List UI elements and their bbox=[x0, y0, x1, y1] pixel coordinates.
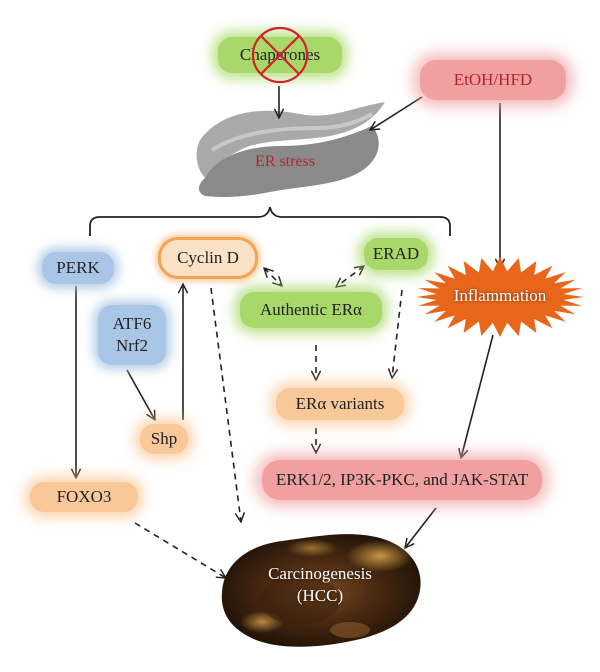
inflammation-label: Inflammation bbox=[453, 286, 547, 305]
etoh-hfd-label: EtOH/HFD bbox=[453, 70, 533, 89]
foxo3-node: FOXO3 bbox=[30, 482, 138, 512]
arrow-etoh-to-er-stress bbox=[370, 96, 423, 130]
inflammation-burst bbox=[416, 257, 584, 337]
hcc-label: (HCC) bbox=[296, 586, 344, 605]
shp-label: Shp bbox=[150, 429, 178, 448]
arrow-cyclin-authentic-bidirectional bbox=[264, 268, 282, 286]
chaperones-node: Chaperones bbox=[218, 37, 342, 73]
perk-node: PERK bbox=[42, 252, 114, 284]
er-alpha-variants-label: ERα variants bbox=[295, 394, 385, 413]
arrow-erk-to-carcinogenesis bbox=[405, 507, 437, 548]
authentic-er-alpha-label: Authentic ERα bbox=[260, 300, 362, 319]
foxo3-label: FOXO3 bbox=[56, 487, 112, 506]
arrow-atf6-to-shp bbox=[126, 369, 155, 420]
erad-node: ERAD bbox=[364, 238, 428, 270]
arrow-cyclin-to-erk-dashed bbox=[210, 287, 241, 522]
cyclin-d-node: Cyclin D bbox=[158, 237, 258, 279]
authentic-er-alpha-node: Authentic ERα bbox=[240, 292, 382, 328]
erk-pathways-node: ERK1/2, IP3K-PKC, and JAK-STAT bbox=[262, 460, 542, 500]
arrow-inflammation-to-erk bbox=[461, 334, 494, 458]
arrow-foxo3-to-carcinogenesis-dashed bbox=[134, 522, 226, 578]
er-alpha-variants-node: ERα variants bbox=[276, 388, 404, 420]
atf6-label: ATF6 bbox=[112, 314, 152, 333]
atf6-nrf2-node: ATF6 Nrf2 bbox=[98, 305, 166, 365]
erad-label: ERAD bbox=[372, 244, 420, 263]
arrow-erad-authentic-bidirectional bbox=[336, 266, 364, 287]
carcinogenesis-label: Carcinogenesis bbox=[268, 564, 372, 583]
chaperones-label: Chaperones bbox=[239, 45, 321, 64]
arrow-erad-to-variants-dashed bbox=[392, 289, 403, 378]
er-stress-bracket bbox=[89, 206, 451, 236]
shp-node: Shp bbox=[140, 424, 188, 454]
nrf2-label: Nrf2 bbox=[115, 336, 149, 355]
liver-tumor-image bbox=[221, 534, 421, 647]
er-stress-label: ER stress bbox=[255, 153, 315, 170]
erk-pathways-label: ERK1/2, IP3K-PKC, and JAK-STAT bbox=[275, 470, 529, 489]
cyclin-d-label: Cyclin D bbox=[177, 248, 239, 267]
etoh-hfd-node: EtOH/HFD bbox=[420, 60, 566, 100]
carcinogenesis-label-group: Carcinogenesis (HCC) bbox=[250, 563, 390, 607]
perk-label: PERK bbox=[56, 258, 100, 277]
er-membrane-shape bbox=[196, 102, 385, 197]
